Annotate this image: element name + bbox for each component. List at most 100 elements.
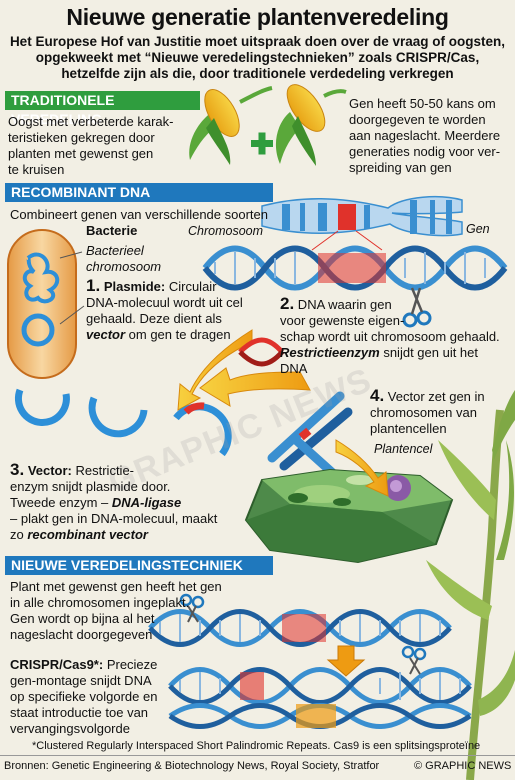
bacterial-chromosome-label: Bacterieel chromosoom	[86, 243, 161, 275]
emphasis-term: DNA-ligase	[111, 495, 182, 510]
plant-stalk-icon	[426, 390, 515, 780]
text-line: spreiding van gen	[349, 160, 452, 175]
text-line: Gen heeft 50-50 kans om	[349, 96, 496, 111]
text-line: in alle chromosomen ingeplakt.	[10, 595, 190, 610]
text-line: vector om gen te dragen	[86, 327, 266, 343]
text-line: 3. Vector: Restrictie-	[10, 460, 242, 479]
text-line: DNA-molecuul wordt uit cel	[86, 295, 243, 310]
text-line: doorgegeven te worden	[349, 112, 486, 127]
bacteria-label: Bacterie	[86, 223, 138, 238]
step-title: Plasmide:	[103, 279, 166, 294]
text-line: generaties nodig voor ver-	[349, 144, 501, 159]
plus-icon	[251, 132, 273, 155]
text-fragment: om gen te dragen	[125, 327, 231, 342]
traditional-right-text: Gen heeft 50-50 kans om doorgegeven te w…	[349, 96, 513, 176]
text-line: Gen wordt op bijna al het	[10, 611, 155, 626]
corn-cob-icon	[189, 86, 273, 165]
step-number: 2.	[280, 294, 295, 313]
step-4-text: 4. Vector zet gen in chromosomen van pla…	[370, 386, 510, 437]
chromosome-icon	[261, 195, 463, 237]
text-line: DNA	[280, 361, 308, 376]
plant-cell-label: Plantencel	[374, 442, 433, 456]
text-line: planten met gewenst gen	[8, 146, 154, 161]
text-fragment: Restrictie-	[71, 463, 135, 478]
text-line: vervangingsvolgorde	[10, 721, 130, 736]
footnote: *Clustered Regularly Interspaced Short P…	[32, 740, 481, 752]
traditional-left-text: Oogst met verbeterde karak- teristieken …	[8, 114, 204, 178]
credit: © GRAPHIC NEWS	[414, 760, 512, 772]
text-line: Oogst met verbeterde karak-	[8, 114, 174, 129]
step-title: Vector:	[27, 463, 72, 478]
gene-fragment-icon	[238, 337, 284, 367]
dna-helix-icon	[168, 667, 472, 705]
page-subtitle: Het Europese Hof van Justitie moet uitsp…	[6, 34, 509, 82]
corn-cob-icon	[275, 84, 347, 166]
text-line: CRISPR/Cas9*: Precieze	[10, 657, 180, 673]
text-line: teristieken gekregen door	[8, 130, 155, 145]
section-heading-recombinant: RECOMBINANT DNA	[5, 183, 273, 202]
sources: Bronnen: Genetic Engineering & Biotechno…	[4, 760, 380, 772]
text-line: plantencellen	[370, 421, 447, 436]
dna-helix-icon	[168, 703, 472, 729]
text-line: Bacterieel	[86, 243, 144, 258]
text-line: 4. Vector zet gen in	[370, 386, 510, 405]
text-line: staat introductie toe van	[10, 705, 149, 720]
dna-helix-icon	[202, 245, 508, 291]
text-line: Plant met gewenst gen heeft het gen	[10, 579, 222, 594]
emphasis-term: vector	[86, 327, 126, 342]
text-line: aan nageslacht. Meerdere	[349, 128, 501, 143]
text-line: Tweede enzym – DNA-ligase	[10, 495, 242, 511]
step-3-text: 3. Vector: Restrictie- enzym snijdt plas…	[10, 460, 242, 543]
text-fragment: Circulair	[165, 279, 217, 294]
subtitle-line-1: Het Europese Hof van Justitie moet uitsp…	[9, 34, 506, 49]
text-fragment: Vector zet gen in	[384, 389, 485, 404]
scissors-icon	[402, 287, 432, 328]
text-line: schap wordt uit chromosoom gehaald.	[280, 329, 500, 344]
chromosome-label: Chromosoom	[188, 224, 264, 238]
section-heading-traditional: TRADITIONELE VEREDELING	[5, 91, 200, 127]
text-line: Restrictieenzym snijdt gen uit het	[280, 345, 512, 361]
text-line: op specifieke volgorde en	[10, 689, 158, 704]
step-2-text: 2. DNA waarin gen voor gewenste eigen- s…	[280, 294, 512, 377]
section-heading-new-technique: NIEUWE VEREDELINGSTECHNIEK	[5, 556, 273, 575]
step-1-text: 1. Plasmide: Circulair DNA-molecuul word…	[86, 276, 266, 343]
text-line: gehaald. Deze dient als	[86, 311, 222, 326]
crispr-text: CRISPR/Cas9*: Precieze gen-montage snijd…	[10, 657, 180, 737]
text-line: zo recombinant vector	[10, 527, 242, 543]
scissors-icon	[179, 593, 205, 623]
text-line: 1. Plasmide: Circulair	[86, 276, 266, 295]
text-line: 2. DNA waarin gen	[280, 294, 512, 313]
text-fragment: Tweede enzym –	[10, 495, 112, 510]
new-technique-text: Plant met gewenst gen heeft het gen in a…	[10, 579, 250, 643]
emphasis-term: Restrictieenzym	[280, 345, 380, 360]
text-line: – plakt gen in DNA-molecuul, maakt	[10, 511, 218, 526]
text-line: chromosoom	[86, 259, 162, 274]
text-fragment: Precieze	[103, 657, 158, 672]
plant-cell-icon	[244, 468, 454, 564]
text-line: te kruisen	[8, 162, 65, 177]
subtitle-line-2: opgekweekt met “Nieuwe veredelingstechni…	[35, 50, 480, 65]
text-line: chromosomen van	[370, 405, 477, 420]
text-line: voor gewenste eigen-	[280, 313, 405, 328]
plasmid-icon	[14, 388, 232, 457]
subtitle-line-3: hetzelfde zijn als die, door traditionel…	[61, 66, 454, 81]
step-number: 4.	[370, 386, 385, 405]
recombinant-intro: Combineert genen van verschillende soort…	[10, 207, 268, 222]
text-fragment: snijdt gen uit het	[379, 345, 479, 360]
dna-helix-icon	[148, 609, 452, 647]
text-fragment: zo	[10, 527, 28, 542]
step-number: 1.	[86, 276, 101, 295]
gene-label: Gen	[466, 222, 490, 236]
footer-divider	[0, 755, 515, 756]
page-title: Nieuwe generatie plantenveredeling	[66, 4, 449, 30]
step-number: 3.	[10, 460, 25, 479]
text-line: gen-montage snijdt DNA	[10, 673, 152, 688]
scissors-icon	[401, 645, 427, 675]
bacterium-icon	[7, 229, 77, 379]
text-line: nageslacht doorgegeven	[10, 627, 153, 642]
chromosome-icon	[267, 391, 353, 481]
emphasis-term: recombinant vector	[27, 527, 148, 542]
text-fragment: DNA waarin gen	[294, 297, 392, 312]
step-title: CRISPR/Cas9*:	[10, 657, 104, 672]
